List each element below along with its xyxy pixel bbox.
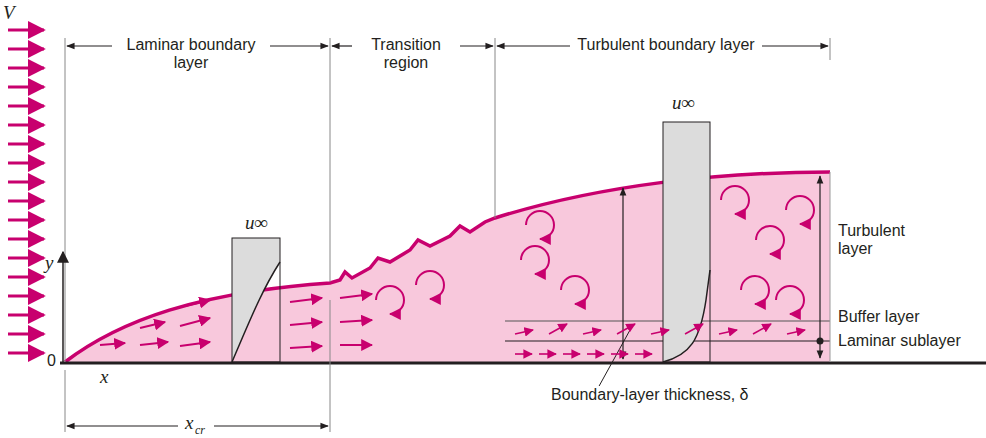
eddy-arrow: [521, 246, 549, 274]
axis-label: y: [45, 252, 53, 274]
flow-arrow: [753, 324, 771, 334]
flow-arrow: [563, 353, 580, 355]
flow-arrow: [185, 300, 210, 306]
flow-arrow: [8, 105, 44, 108]
eddy-arrow: [721, 186, 749, 214]
flow-arrow: [8, 124, 44, 127]
flow-arrow: [587, 353, 604, 355]
flow-arrow: [539, 353, 556, 355]
flow-arrow: [8, 162, 44, 165]
free-stream-velocity: V: [3, 2, 15, 24]
region-label: Laminar boundary layer: [112, 36, 270, 73]
flow-arrow: [611, 353, 628, 355]
flow-arrow: [8, 257, 44, 260]
flow-arrow: [685, 324, 703, 334]
axis-label: x: [100, 366, 108, 388]
layer-label: Laminar sublayer: [838, 332, 961, 350]
region-label: Transition region: [352, 36, 460, 73]
flow-arrow: [140, 342, 168, 345]
flow-arrow: [180, 342, 210, 346]
eddy-arrow: [776, 286, 804, 314]
flow-arrow: [8, 181, 44, 184]
eddy-arrow: [741, 276, 769, 304]
flow-arrow: [651, 330, 669, 334]
flow-arrow: [635, 353, 652, 355]
flow-arrow: [340, 294, 372, 298]
eddy-arrow: [376, 286, 404, 314]
flow-arrow: [290, 298, 322, 302]
flow-arrow: [8, 238, 44, 241]
flow-arrow: [340, 320, 372, 322]
layer-label: Turbulent layer: [838, 222, 928, 259]
flow-arrow: [515, 330, 533, 334]
velocity-label: u∞: [245, 212, 268, 234]
eddy-arrow: [561, 276, 589, 304]
region-label: Turbulent boundary layer: [570, 36, 762, 54]
dimension-label: x: [185, 412, 193, 434]
eddy-arrow: [756, 226, 784, 254]
flow-arrow: [8, 314, 44, 317]
flow-arrow: [719, 330, 737, 334]
flow-arrow: [8, 295, 44, 298]
eddy-arrow: [416, 271, 444, 299]
flow-arrow: [140, 322, 165, 328]
velocity-label: u∞: [672, 92, 695, 114]
layer-label: Buffer layer: [838, 308, 920, 326]
eddy-arrow: [786, 196, 814, 224]
flow-arrow: [8, 67, 44, 70]
flow-arrow: [340, 344, 372, 346]
flow-arrow: [180, 318, 210, 326]
origin-label: 0: [47, 352, 56, 370]
flow-arrow: [583, 330, 601, 334]
flow-arrow: [8, 48, 44, 51]
flow-arrow: [290, 346, 322, 348]
flow-arrow: [8, 276, 44, 279]
flow-arrow: [8, 200, 44, 203]
flow-arrow: [8, 352, 44, 355]
flow-arrow: [617, 324, 635, 334]
flow-arrow: [515, 353, 532, 355]
flow-arrow: [8, 29, 44, 32]
flow-arrow: [8, 86, 44, 89]
flow-arrow: [290, 322, 322, 325]
flow-arrow: [8, 333, 44, 336]
flow-arrow: [8, 219, 44, 222]
dimension-subscript: cr: [195, 424, 205, 438]
thickness-label: Boundary-layer thickness, δ: [548, 386, 751, 404]
eddy-arrow: [526, 211, 554, 239]
flow-arrow: [549, 324, 567, 334]
flow-arrow: [100, 343, 125, 345]
flow-arrow: [787, 330, 805, 334]
flow-arrow: [8, 143, 44, 146]
